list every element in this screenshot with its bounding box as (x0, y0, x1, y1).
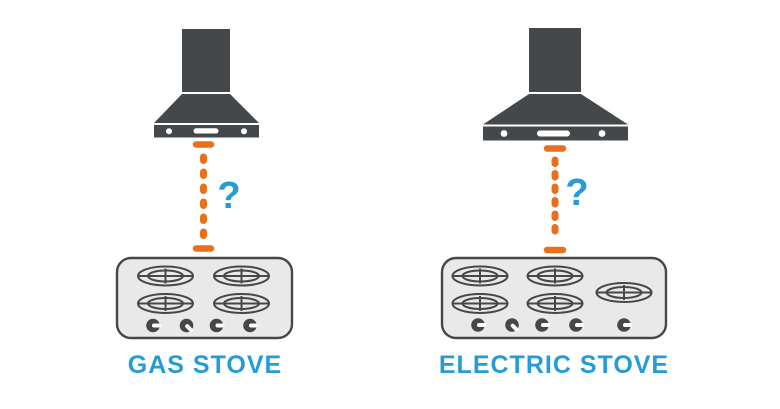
electric-stove-label: ELECTRIC STOVE (438, 351, 670, 379)
hood-light (537, 130, 570, 137)
range-hood-icon (483, 28, 628, 141)
hood-canopy (483, 94, 628, 125)
burner-icon (451, 293, 509, 314)
burner-icon (213, 293, 270, 314)
hood-chimney (182, 29, 230, 92)
burner-icon (213, 265, 270, 287)
hood-chimney (529, 28, 581, 92)
electric-unknown-distance-question-mark: ? (565, 172, 589, 214)
hood-bolt-left (166, 128, 172, 135)
hood-bolt-right (598, 130, 606, 137)
burner-icon (526, 293, 584, 314)
burner-icon (137, 293, 194, 314)
burner-icon (137, 265, 194, 287)
hood-canopy (154, 94, 259, 123)
hood-bolt-left (500, 130, 508, 137)
hood-light (193, 128, 219, 134)
gas-stove-label: GAS STOVE (127, 351, 283, 379)
distance-dimension-line (192, 141, 215, 252)
gas-figure (115, 29, 294, 340)
gas-unknown-distance-question-mark: ? (217, 175, 241, 217)
gas-cooktop-icon (115, 256, 294, 340)
burner-icon (451, 265, 509, 287)
cooktop-body (115, 256, 294, 340)
electric-figure (440, 28, 668, 340)
electric-cooktop-icon (440, 256, 668, 340)
burner-icon (526, 265, 584, 287)
range-hood-icon (154, 29, 259, 138)
burner-icon (595, 282, 653, 303)
hood-bolt-right (241, 128, 247, 135)
distance-dimension-line (543, 145, 567, 254)
